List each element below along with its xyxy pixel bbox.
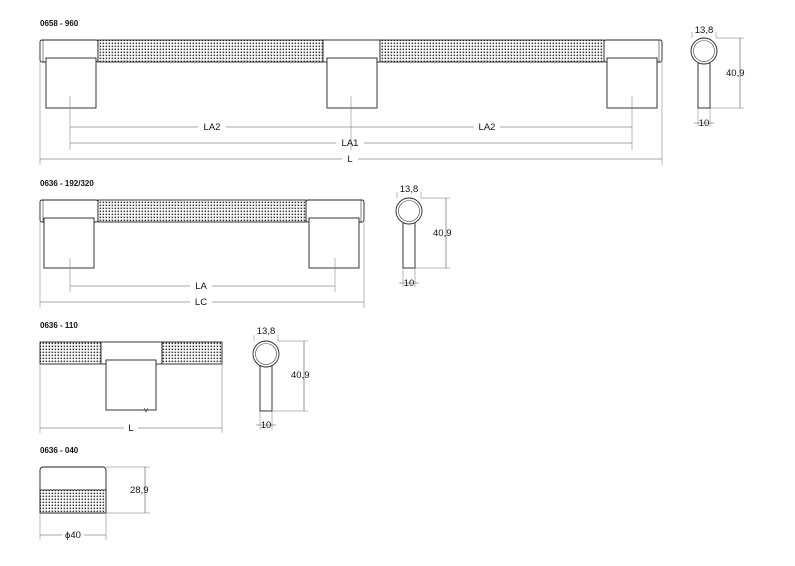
post-left <box>45 57 97 109</box>
dim-knob-diameter: ϕ40 <box>65 530 81 541</box>
handle-front-view <box>39 39 663 109</box>
knurled-section <box>97 39 324 63</box>
post-center <box>326 57 378 109</box>
drawing-code: 0658 - 960 <box>40 19 79 28</box>
dim-side-diameter: 13,8 <box>257 326 276 337</box>
dim-la1: LA1 <box>342 138 359 149</box>
handle-side-view <box>690 32 744 127</box>
dim-side-height: 40,9 <box>433 228 452 239</box>
side-bar-circle <box>252 340 280 368</box>
dim-side-height: 40,9 <box>291 370 310 381</box>
dim-side-diameter: 13,8 <box>695 25 714 36</box>
drawing-0636-040: 0636 - 040 28,9 ϕ40 <box>39 446 150 541</box>
drawing-0636-110: 0636 - 110 L 13,8 40,9 10 <box>39 321 310 434</box>
dim-total-length: LC <box>195 297 207 308</box>
knurled-section <box>379 39 605 63</box>
side-bar-circle <box>395 197 423 225</box>
dim-la2-left: LA2 <box>204 122 221 133</box>
handle-side-view <box>252 335 308 430</box>
post-center <box>105 359 157 411</box>
knurled-section <box>39 341 102 365</box>
handle-front-view <box>39 199 365 269</box>
side-bar-circle <box>690 37 718 65</box>
drawing-code: 0636 - 040 <box>40 446 79 455</box>
dim-total-length: L <box>347 154 352 165</box>
post-right <box>308 217 360 269</box>
post-left <box>43 217 95 269</box>
knurled-section <box>161 341 223 365</box>
handle-side-view <box>395 192 450 287</box>
dim-total-length: L <box>128 423 133 434</box>
dim-side-diameter: 13,8 <box>400 184 419 195</box>
knurled-section <box>39 489 107 514</box>
drawing-code: 0636 - 110 <box>40 321 78 330</box>
drawing-0658-960: 0658 - 960 LA2 LA2 <box>39 19 745 165</box>
dim-la2-right: LA2 <box>479 122 496 133</box>
drawing-0636-192-320: 0636 - 192/320 LA LC <box>39 179 452 308</box>
dim-side-height: 40,9 <box>726 68 745 79</box>
dim-la: LA <box>195 281 207 292</box>
dim-knob-height: 28,9 <box>130 485 149 496</box>
dim-side-width: 10 <box>404 278 415 289</box>
knob-front-view <box>39 466 107 514</box>
dim-side-width: 10 <box>261 420 272 431</box>
dim-side-width: 10 <box>699 118 710 129</box>
knurled-section <box>97 199 307 223</box>
drawing-code: 0636 - 192/320 <box>40 179 94 188</box>
handle-front-view <box>39 341 223 413</box>
